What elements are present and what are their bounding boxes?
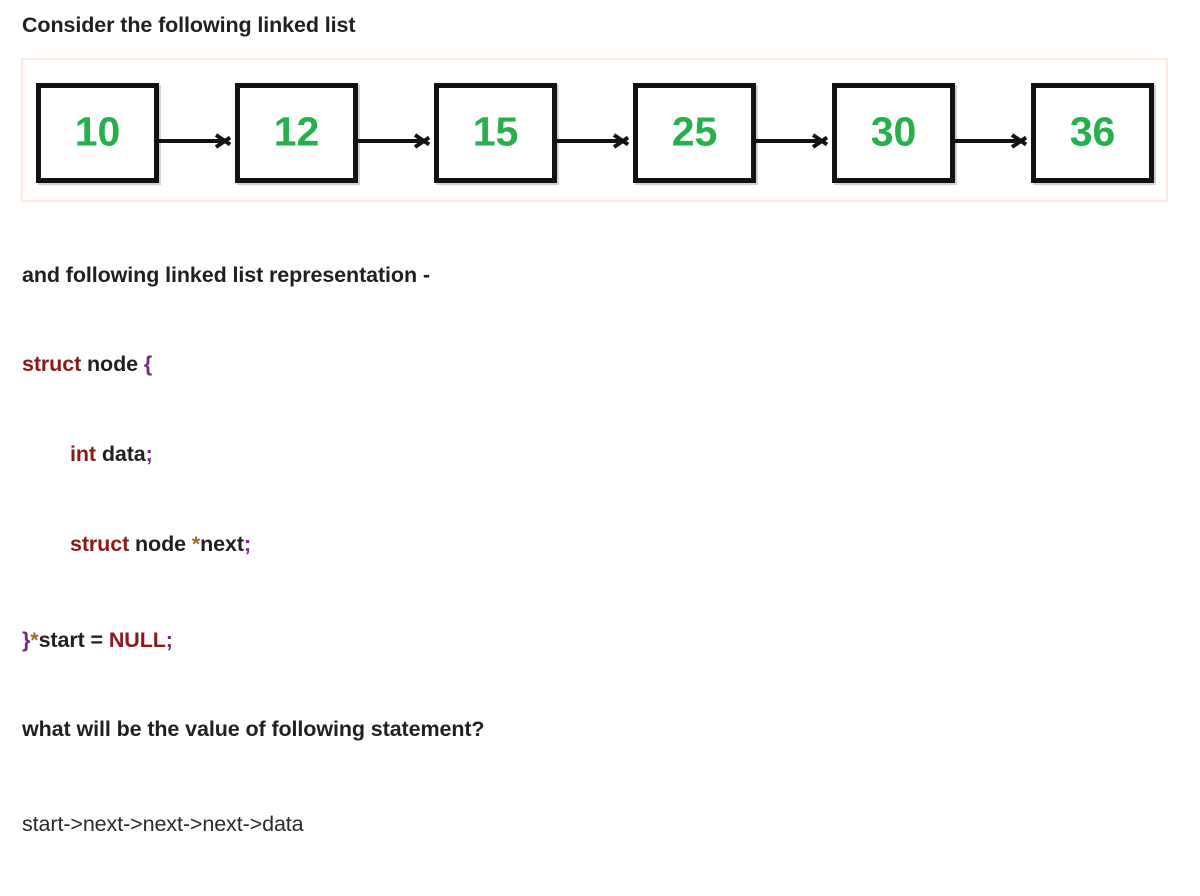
code-identifier-node: node bbox=[129, 532, 192, 556]
arrow-icon-5 bbox=[955, 131, 1031, 151]
code-line-int-data: int data; bbox=[70, 441, 153, 467]
list-node-value: 30 bbox=[870, 108, 917, 155]
code-identifier-next: next bbox=[200, 532, 244, 556]
arrow-icon-1 bbox=[159, 131, 235, 151]
code-identifier-start: start = bbox=[38, 628, 109, 652]
arrow-icon-2 bbox=[358, 131, 434, 151]
code-keyword-struct: struct bbox=[70, 532, 130, 556]
list-node-4: 25 bbox=[633, 83, 756, 183]
code-line-start-null: }*start = NULL; bbox=[22, 627, 173, 653]
code-keyword-int: int bbox=[70, 442, 96, 466]
list-node-value: 10 bbox=[74, 108, 121, 155]
list-node-3: 15 bbox=[434, 83, 557, 183]
code-brace-close: } bbox=[22, 628, 31, 652]
list-node-2: 12 bbox=[235, 83, 358, 183]
code-brace-open: { bbox=[143, 352, 153, 376]
arrow-icon-4 bbox=[756, 131, 832, 151]
code-keyword-struct: struct bbox=[22, 352, 82, 376]
code-pointer-star: * bbox=[30, 628, 39, 652]
code-semicolon: ; bbox=[145, 442, 153, 466]
list-node-value: 15 bbox=[472, 108, 519, 155]
statement-expression: start->next->next->next->data bbox=[22, 812, 304, 836]
code-identifier-data: data bbox=[95, 442, 146, 466]
list-node-1: 10 bbox=[36, 83, 159, 183]
code-line-struct-node-next: struct node *next; bbox=[70, 531, 251, 557]
code-semicolon: ; bbox=[243, 532, 252, 556]
code-line-struct-node-open: struct node { bbox=[22, 351, 152, 377]
intro-text: Consider the following linked list bbox=[22, 13, 356, 37]
list-node-value: 36 bbox=[1069, 108, 1116, 155]
code-semicolon: ; bbox=[165, 628, 173, 652]
linked-list-figure: 10 12 15 25 bbox=[21, 58, 1168, 202]
list-node-6: 36 bbox=[1031, 83, 1154, 183]
list-node-5: 30 bbox=[832, 83, 955, 183]
code-identifier-node: node bbox=[81, 352, 144, 376]
code-pointer-star: * bbox=[191, 532, 201, 556]
representation-text: and following linked list representation… bbox=[22, 263, 430, 287]
question-text: what will be the value of following stat… bbox=[22, 717, 485, 741]
list-node-value: 12 bbox=[273, 108, 320, 155]
linked-list-track: 10 12 15 25 bbox=[23, 60, 1166, 200]
code-keyword-null: NULL bbox=[108, 628, 166, 652]
arrow-icon-3 bbox=[557, 131, 633, 151]
list-node-value: 25 bbox=[671, 108, 718, 155]
